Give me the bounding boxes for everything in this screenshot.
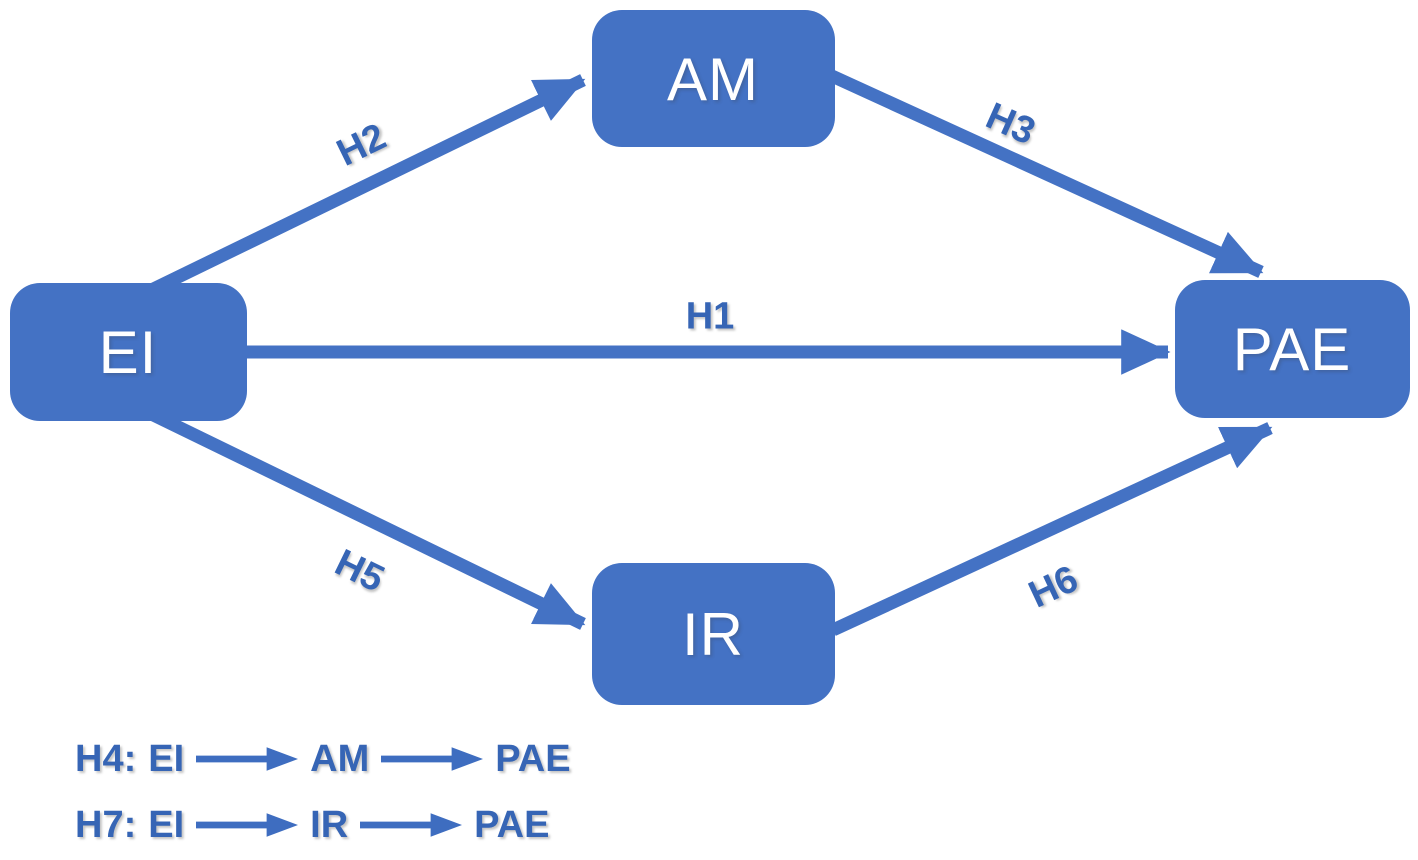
edge-group (132, 70, 1273, 636)
node-ei-box (10, 283, 247, 421)
right-arrow-icon (360, 813, 463, 837)
node-pae: PAE (1175, 280, 1410, 418)
legend-h7-node2: IR (310, 803, 349, 846)
legend-h4-node1: EI (148, 737, 185, 780)
legend: H4: EI AM PAE H7: EI IR (75, 733, 571, 860)
legend-h4-node2: AM (310, 737, 370, 780)
node-ir-box (592, 563, 835, 705)
node-am-label: AM (667, 46, 759, 113)
right-arrow-icon (381, 747, 484, 771)
edge-h5-label: H5 (328, 542, 390, 601)
legend-h4-node3: PAE (495, 737, 571, 780)
edge-h5-arrow (132, 400, 586, 630)
legend-row-h7: H7: EI IR PAE (75, 799, 571, 851)
node-am: AM (592, 10, 835, 147)
right-arrow-icon (196, 813, 299, 837)
node-ir: IR (592, 563, 835, 705)
node-ei: EI (10, 283, 247, 421)
legend-h4-hypothesis: H4: (75, 737, 137, 780)
right-arrow-icon (196, 747, 299, 771)
edge-h3-arrow (829, 70, 1264, 278)
node-pae-box (1175, 280, 1410, 418)
edge-h2-arrow (132, 74, 586, 304)
node-ei-label: EI (99, 319, 158, 386)
legend-h7-node1: EI (148, 803, 185, 846)
node-pae-label: PAE (1233, 316, 1352, 383)
node-ir-label: IR (682, 601, 744, 668)
legend-h7-node3: PAE (474, 803, 550, 846)
node-am-box (592, 10, 835, 147)
edge-h1-label: H1 (686, 295, 735, 337)
legend-h7-hypothesis: H7: (75, 803, 137, 846)
edge-h2-label: H2 (331, 116, 393, 175)
edge-h6-arrow (830, 422, 1273, 636)
edge-h6-label: H6 (1023, 558, 1085, 617)
legend-row-h4: H4: EI AM PAE (75, 733, 571, 785)
